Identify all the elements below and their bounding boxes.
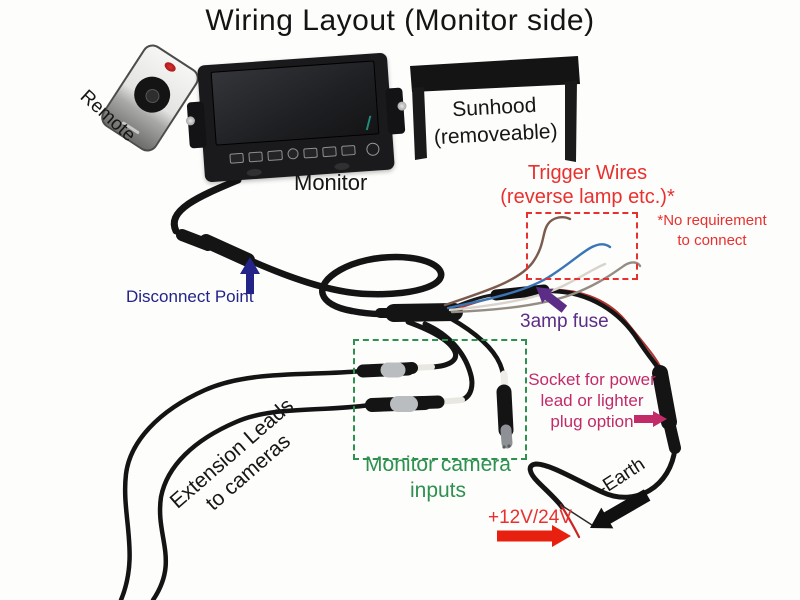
power-label: +12V/24V: [488, 507, 572, 528]
monitor-button: [302, 147, 318, 159]
fuse-label: 3amp fuse: [520, 311, 609, 332]
monitor-device: [185, 52, 407, 183]
camera-input-connectors: [356, 315, 514, 449]
sunhood-label: Sunhood (removeable): [433, 93, 559, 150]
disconnect-arrow-icon: [240, 257, 260, 294]
monitor-label: Monitor: [294, 170, 368, 195]
earth-arrow-icon: [590, 489, 651, 529]
disconnect-point-label: Disconnect Point: [126, 287, 254, 306]
sunhood-visor: [410, 56, 580, 162]
fuse-arrow-icon: [536, 287, 568, 313]
monitor-screen: [210, 60, 380, 146]
extension-leads: [118, 368, 373, 600]
monitor-button: [229, 152, 245, 164]
remote-led: [162, 60, 178, 74]
monitor-button: [321, 145, 337, 157]
trigger-wires-note: *No requirement to connect: [657, 212, 767, 249]
remote-dpad: [127, 69, 178, 120]
power-socket-label: Socket for power lead or lighter plug op…: [528, 370, 656, 431]
screen-indicator-icon: [358, 115, 372, 131]
camera-inputs-box: [353, 339, 527, 460]
monitor-button: [340, 144, 356, 156]
monitor-mount-hole: [246, 168, 262, 177]
monitor-button: [248, 150, 264, 162]
page-title: Wiring Layout (Monitor side): [205, 4, 595, 37]
monitor-buttons: [229, 144, 356, 164]
monitor-power-button: [365, 142, 380, 157]
coiled-cable: [243, 253, 463, 322]
trigger-wires-box: [526, 212, 638, 280]
monitor-cable: [170, 176, 255, 267]
monitor-button: [286, 147, 299, 160]
power-arrow-icon: [497, 525, 571, 547]
monitor-bracket-right: [385, 87, 406, 135]
socket-arrow-icon: [634, 411, 667, 427]
monitor-button: [267, 149, 283, 161]
trigger-wires: [443, 216, 642, 314]
trigger-wires-label: Trigger Wires (reverse lamp etc.)*: [500, 162, 675, 208]
camera-inputs-label: Monitor camera inputs: [365, 453, 511, 502]
